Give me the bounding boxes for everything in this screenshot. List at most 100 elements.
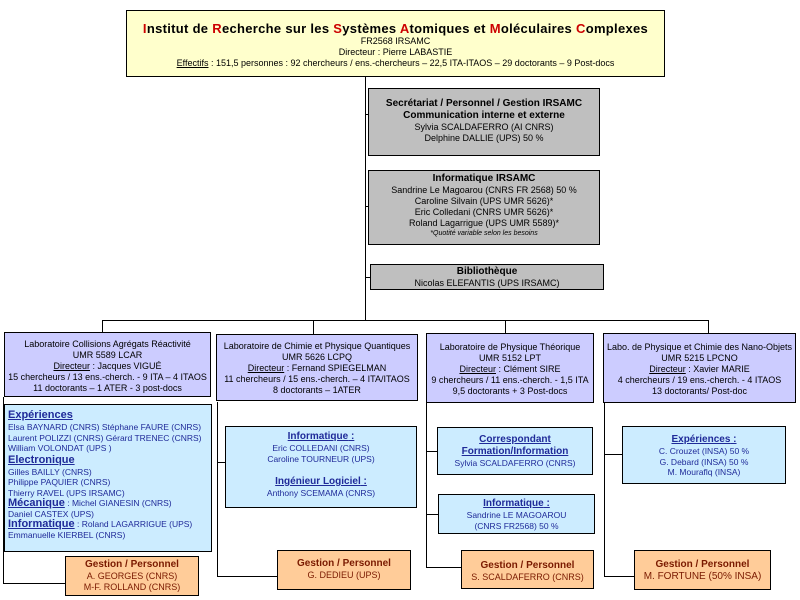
connector-line [3,397,4,583]
mecanique-row: Mécanique : Michel GIANESIN (CNRS) [8,497,172,509]
lab-lpt-box: Laboratoire de Physique Théorique UMR 51… [426,333,594,403]
connector-line [505,320,506,333]
connector-line [426,514,438,515]
lab-students: 8 doctorants – 1ATER [273,385,361,395]
lab-umr: UMR 5589 LCAR [72,350,143,360]
informatique-note: *Quotité variable selon les besoins [430,230,538,237]
service-person: G. Debard (INSA) 50 % [659,456,749,467]
lab-staff: 11 chercheurs / 15 ens.-cherch. – 4 ITA/… [224,374,410,384]
gestion-person: G. DEDIEU (UPS) [307,570,381,580]
gestion-person: A. GEORGES (CNRS) [86,571,178,581]
lcpq-services-box: Informatique : Eric COLLEDANI (CNRS) Car… [225,426,417,508]
lab-name: Laboratoire de Chimie et Physique Quanti… [223,341,411,351]
electronique-label: Electronique [8,453,75,466]
ingenieur-logiciel-label: Ingénieur Logiciel : [275,476,367,487]
experiences-label: Expériences : [671,434,737,445]
informatique-irsamc-title: Informatique IRSAMC [432,173,536,184]
service-person: William VOLONDAT (UPS ) [8,443,112,453]
service-person: C. Crouzet (INSA) 50 % [658,446,750,456]
connector-line [217,576,277,577]
lab-director: Directeur : Jacques VIGUÉ [53,361,162,371]
lpcno-services-box: Expériences : C. Crouzet (INSA) 50 % G. … [622,426,786,484]
informatique-person: Roland Lagarrigue (UPS UMR 5589)* [408,218,560,228]
lab-umr: UMR 5626 LCPQ [281,352,353,362]
informatique-row: Informatique : Roland LAGARRIGUE (UPS) [8,518,193,530]
gestion-title: Gestion / Personnel [655,559,750,570]
lab-students: 9,5 doctorants + 3 Post-docs [452,386,568,396]
institute-director: Directeur : Pierre LABASTIE [338,47,453,57]
lab-lcar-box: Laboratoire Collisions Agrégats Réactivi… [4,332,211,397]
formation-information-label: Formation/Information [461,446,569,457]
gestion-title: Gestion / Personnel [480,560,575,571]
gestion-person: M. FORTUNE (50% INSA) [643,571,762,582]
experiences-label: Expériences [8,409,73,421]
lab-students: 11 doctorants – 1 ATER - 3 post-docs [33,383,182,393]
lpt-correspondant-box: Correspondant Formation/Information Sylv… [437,427,593,475]
gestion-title: Gestion / Personnel [85,559,179,570]
connector-line [604,403,605,576]
correspondant-label: Correspondant [479,434,551,445]
service-person: Elsa BAYNARD (CNRS) Stéphane FAURE (CNRS… [8,422,202,432]
service-person: Caroline TOURNEUR (UPS) [267,453,375,464]
service-person: Daniel CASTEX (UPS) [8,508,94,519]
connector-line [3,583,65,584]
lab-director: Directeur : Clément SIRE [459,364,561,374]
connector-line [102,320,709,321]
connector-line [365,206,368,207]
service-person: Philippe PAQUIER (CNRS) [8,477,111,487]
connector-line [426,451,437,452]
connector-line [365,77,366,321]
connector-line [217,462,225,463]
lab-director: Directeur : Xavier MARIE [649,364,750,374]
gestion-person: S. SCALDAFERRO (CNRS) [471,572,584,582]
lab-staff: 4 chercheurs / 19 ens.-cherch. - 4 ITAOS [617,375,782,385]
institute-code: FR2568 IRSAMC [360,36,431,46]
lab-name: Laboratoire Collisions Agrégats Réactivi… [24,339,191,349]
informatique-person: Sandrine Le Magoarou (CNRS FR 2568) 50 % [391,185,577,195]
connector-line [426,567,461,568]
connector-line [604,576,634,577]
bibliotheque-person: Nicolas ELEFANTIS (UPS IRSAMC) [414,278,560,288]
lcar-services-box: Expériences Elsa BAYNARD (CNRS) Stéphane… [4,404,212,552]
service-person: (CNRS FR2568) 50 % [474,520,559,531]
institute-header-box: Institut de Recherche sur les Systèmes A… [126,10,665,77]
informatique-person: Caroline Silvain (UPS UMR 5626)* [414,196,554,206]
connector-line [365,277,370,278]
service-person: Emmanuelle KIERBEL (CNRS) [8,529,126,540]
service-person: Laurent POLIZZI (CNRS) Gérard TRENEC (CN… [8,432,202,443]
service-person: Thierry RAVEL (UPS IRSAMC) [8,487,125,498]
connector-line [604,454,622,455]
connector-line [365,114,368,115]
lab-director: Directeur : Fernand SPIEGELMAN [247,363,387,373]
connector-line [313,320,314,334]
lpt-informatique-box: Informatique : Sandrine LE MAGOAROU (CNR… [438,494,595,534]
gestion-person: M-F. ROLLAND (CNRS) [83,582,181,592]
gestion-lpcno-box: Gestion / Personnel M. FORTUNE (50% INSA… [634,550,771,590]
lab-name: Labo. de Physique et Chimie des Nano-Obj… [606,342,793,352]
lab-lcpq-box: Laboratoire de Chimie et Physique Quanti… [216,334,418,401]
lab-staff: 15 chercheurs / 13 ens.-cherch. - 9 ITA … [8,372,207,382]
informatique-irsamc-box: Informatique IRSAMC Sandrine Le Magoarou… [368,170,600,245]
institute-effectifs: Effectifs : 151,5 personnes : 92 cherche… [176,58,615,68]
service-person: M. Mouraflq (INSA) [667,467,741,477]
lab-staff: 9 chercheurs / 11 ens.-cherch. - 1,5 ITA [431,375,589,385]
connector-line [426,403,427,567]
bibliotheque-box: Bibliothèque Nicolas ELEFANTIS (UPS IRSA… [370,264,604,290]
secretariat-box: Secrétariat / Personnel / Gestion IRSAMC… [368,88,600,156]
institute-title: Institut de Recherche sur les Systèmes A… [142,21,649,36]
bibliotheque-title: Bibliothèque [456,266,518,277]
secretariat-subtitle: Communication interne et externe [403,110,565,121]
informatique-label: Informatique : [287,431,355,442]
informatique-person: Eric Colledani (CNRS UMR 5626)* [414,207,554,217]
gestion-lcar-box: Gestion / Personnel A. GEORGES (CNRS) M-… [65,556,199,596]
connector-line [217,402,218,576]
gestion-lcpq-box: Gestion / Personnel G. DEDIEU (UPS) [277,550,411,590]
lab-umr: UMR 5215 LPCNO [661,353,738,363]
secretariat-person: Delphine DALLIE (UPS) 50 % [424,133,544,143]
service-person: Sandrine LE MAGOAROU [466,510,567,520]
informatique-label: Informatique : [483,498,550,509]
secretariat-person: Sylvia SCALDAFERRO (AI CNRS) [414,122,554,132]
gestion-title: Gestion / Personnel [297,558,391,569]
lab-name: Laboratoire de Physique Théorique [439,342,581,352]
connector-line [102,320,103,332]
